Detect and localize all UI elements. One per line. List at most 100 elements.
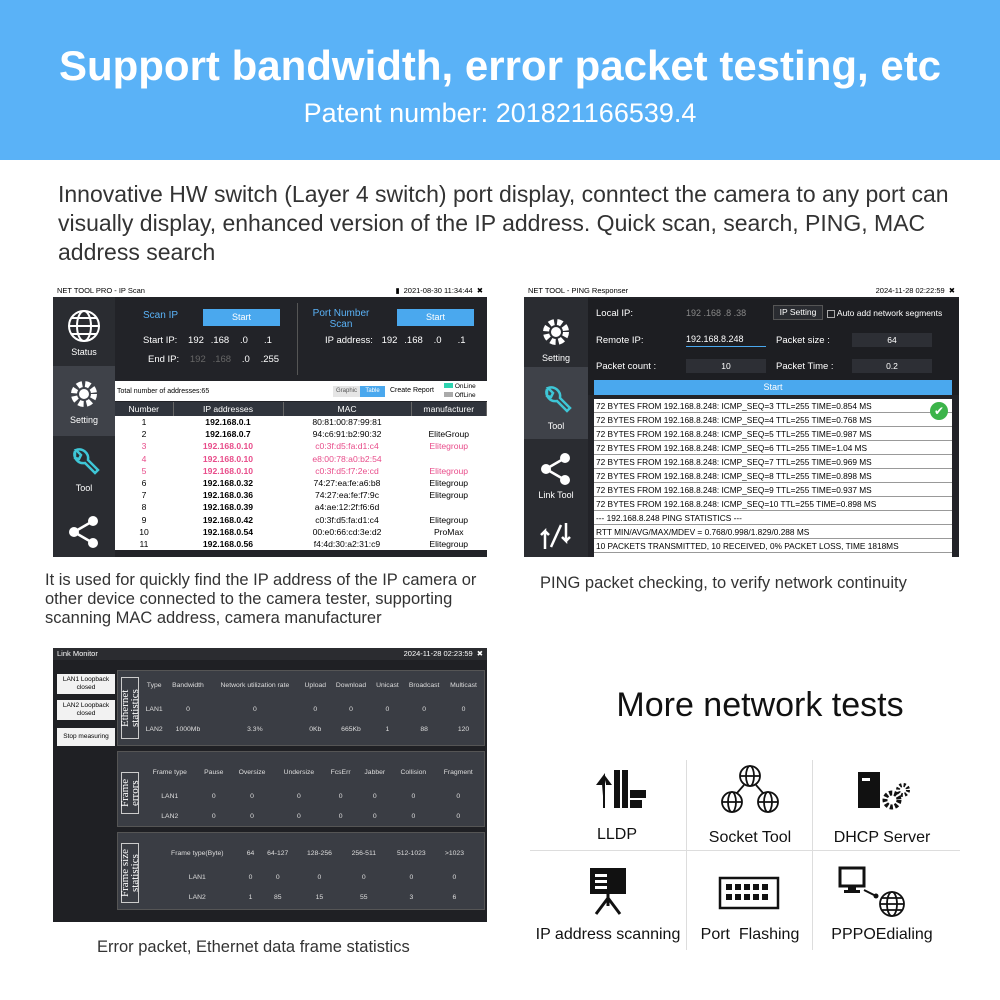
table-cell: LAN2 [161, 812, 179, 820]
row-number: 6 [141, 478, 147, 489]
scan-start-button[interactable]: Start [203, 309, 280, 326]
table-cell: 0 [313, 705, 318, 713]
row-ip: 192.168.0.32 [202, 478, 254, 489]
local-ip-input[interactable]: 192 .168 .8 .38 [686, 308, 747, 318]
table-cell: 0 [409, 873, 414, 881]
test-pppoe-dialing[interactable]: PPPOEdialing [812, 866, 952, 946]
table-cell: LAN1 [161, 792, 179, 800]
create-report-button[interactable]: Create Report [390, 387, 434, 394]
screen-title: Link Monitor [57, 649, 98, 658]
remote-ip-label: Remote IP: [596, 335, 644, 346]
table-cell: 0 [297, 812, 301, 820]
table-cell: 0 [452, 873, 457, 881]
close-icon[interactable]: ✖ [476, 286, 483, 295]
lan1-loopback-button[interactable]: LAN1 Loopback closed [57, 674, 115, 694]
ip-scan-icon [590, 868, 626, 915]
port-start-button[interactable]: Start [397, 309, 474, 326]
ping-start-button[interactable]: Start [594, 380, 952, 395]
graphic-tab[interactable]: Graphic [333, 386, 360, 397]
intro-text: Innovative HW switch (Layer 4 switch) po… [58, 181, 949, 265]
table-cell: 0 [186, 705, 190, 713]
row-number: 3 [141, 441, 147, 452]
table-cell: 0 [248, 873, 253, 881]
row-ip: 192.168.0.1 [205, 417, 251, 427]
sidebar-item-tool[interactable]: Tool [53, 445, 115, 493]
sidebar-item-status[interactable]: Status [53, 309, 115, 357]
row-number: 2 [141, 429, 147, 440]
status-bar: NET TOOL - PING Responser 2024-11-28 02:… [524, 285, 959, 297]
packet-count-label: Packet count : [596, 361, 657, 372]
column-header: Collision [400, 769, 427, 776]
row-ip: 192.168.0.56 [202, 539, 254, 550]
transfer-icon [540, 523, 571, 549]
packet-time-input[interactable]: 0.2 [852, 359, 932, 373]
column-header: 64-127 [267, 850, 289, 857]
stop-measuring-button[interactable]: Stop measuring [57, 728, 115, 746]
auto-add-checkbox[interactable]: Auto add network segments [827, 308, 942, 318]
datetime: 2021-08-30 11:34:44 [403, 286, 473, 295]
sidebar-item-transfer[interactable] [524, 521, 588, 555]
end-ip-input[interactable]: 192.168.0.255 [189, 354, 280, 365]
ip-address-input[interactable]: 192.168.0.1 [381, 335, 466, 346]
test-socket-tool[interactable]: Socket Tool [676, 764, 824, 849]
start-ip-input[interactable]: 192.168.0.1 [188, 335, 272, 346]
socket-tool-icon [721, 765, 779, 813]
port-flashing-icon [718, 876, 780, 910]
test-port-flashing[interactable]: Port Flashing [676, 866, 824, 946]
test-ip-address-scanning[interactable]: IP address scanning [530, 866, 686, 946]
port-scan-label: Port Number Scan [312, 308, 370, 330]
row-mac: 74:27:ea:fe:f7:9c [314, 490, 380, 501]
ping-line: 72 BYTES FROM 192.168.8.248: ICMP_SEQ=3 … [594, 399, 952, 413]
close-icon[interactable]: ✖ [476, 649, 483, 658]
test-lldp[interactable]: LLDP [544, 768, 694, 848]
col-manufacturer: manufacturer [411, 402, 487, 416]
packet-size-input[interactable]: 64 [852, 333, 932, 347]
table-cell: LAN1 [188, 873, 206, 881]
dhcp-server-icon [858, 772, 910, 810]
sidebar-item-setting[interactable]: Setting [524, 315, 588, 363]
table-cell: 3 [409, 893, 414, 901]
column-header: 512-1023 [396, 850, 426, 857]
column-header: Broadcast [408, 682, 440, 689]
sidebar-item-share[interactable] [53, 515, 115, 553]
test-dhcp-server[interactable]: DHCP Server [812, 768, 952, 848]
lan2-loopback-button[interactable]: LAN2 Loopback closed [57, 700, 115, 720]
row-ip: 192.168.0.7 [205, 429, 251, 440]
col-number: Number [115, 402, 174, 416]
table-cell: 6 [452, 893, 457, 901]
row-ip: 192.168.0.54 [202, 526, 254, 537]
column-header: Bandwidth [172, 682, 204, 689]
column-header: Type [146, 682, 162, 689]
sidebar-item-link-tool[interactable]: Link Tool [524, 452, 588, 500]
table-cell: 0 [297, 792, 301, 800]
col-mac: MAC [283, 402, 412, 416]
table-cell: 85 [273, 893, 282, 901]
sidebar-item-setting[interactable]: Setting [53, 377, 115, 425]
column-header: Jabber [364, 769, 386, 776]
table-tab[interactable]: Table [360, 386, 385, 397]
packet-count-input[interactable]: 10 [686, 359, 766, 373]
table-cell: 0 [361, 873, 366, 881]
close-icon[interactable]: ✖ [948, 286, 955, 295]
row-manufacturer: Elitegroup [429, 514, 469, 525]
remote-ip-input[interactable]: 192.168.8.248 [686, 334, 766, 347]
ip-setting-button[interactable]: IP Setting [773, 305, 823, 320]
end-ip-row: End IP: 192.168.0.255 [148, 354, 282, 365]
header-banner [0, 0, 1000, 160]
sidebar-item-tool[interactable]: Tool [524, 383, 588, 431]
